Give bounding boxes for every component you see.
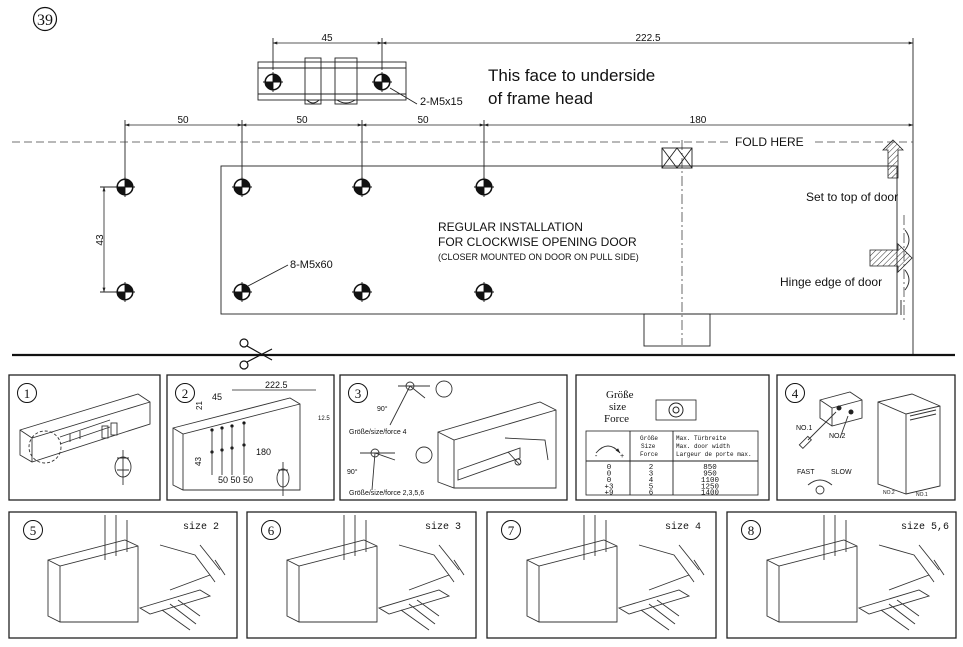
size-plus: + [620,453,624,461]
size-title-1: Größe [606,389,634,401]
step-8-number: 8 [748,523,755,538]
step-7-number: 7 [508,523,515,538]
table-cell: 3 [649,471,654,479]
install-line2: FOR CLOCKWISE OPENING DOOR [438,235,637,249]
table-cell: 4 [649,477,654,485]
s5-size: size 2 [183,521,219,533]
step-5-panel: 5 size 2 [8,511,238,639]
body-screws-label: 8-M5x60 [290,259,333,271]
step-8-panel: 8 size 5,6 [726,511,957,639]
s2-dim-12-5: 12.5 [318,416,330,422]
table-row: 0 [607,464,612,472]
s2-dim-180: 180 [256,447,271,457]
dim-45: 45 [321,33,333,44]
s2-dim-505050: 50 50 50 [218,475,253,485]
fold-here-label: FOLD HERE [735,135,804,149]
table-cell: 950 [703,471,717,479]
dim-180: 180 [690,115,707,126]
step-4-panel: 4 NO.1 NO.2 FAST SLOW NO.2 NO.1 [776,374,956,501]
s8-size: size 5,6 [901,521,949,533]
step-6-panel: 6 size 3 [246,511,477,639]
top-template: 45 222.5 2-M5x15 This face to underside … [12,33,955,370]
s6-size: size 3 [425,521,461,533]
head-col2-3: Force [640,451,658,458]
table-row: 0 [607,471,612,479]
install-line3: (CLOSER MOUNTED ON DOOR ON PULL SIDE) [438,252,639,262]
step-7-panel: 7 size 4 [486,511,717,639]
page-number: 39 [32,6,58,32]
s3-label-b: Größe/size/force 2,3,5,6 [349,490,424,497]
head-col2-1: Größe [640,435,658,442]
bracket-screws-label: 2-M5x15 [420,96,463,108]
table-cell: 1400 [701,490,720,498]
arm-lower [643,313,711,347]
set-top-label: Set to top of door [806,190,898,204]
table-row: 0 [607,477,612,485]
size-table-panel: Größe size Force - + Größe Size Force Ma… [575,374,770,501]
head-col3-1: Max. Türbreite [676,435,727,442]
step-2-panel: 2 222.5 45 21 12.5 43 180 50 50 50 [166,374,335,501]
size-minus: - [594,453,598,461]
table-cell: 2 [649,464,654,472]
s4-small-no1: NO.1 [916,492,928,498]
s3-angle-a: 90° [377,405,388,413]
s2-dim-21: 21 [195,401,204,410]
s2-dim-43: 43 [194,457,203,466]
step-6-number: 6 [268,523,275,538]
install-line1: REGULAR INSTALLATION [438,220,583,234]
head-col2-2: Size [641,443,656,450]
top-arrow-icon [882,139,904,179]
table-cell: 1100 [701,477,720,485]
step-3-number: 3 [355,386,362,401]
hinge-arrow-icon [869,243,913,273]
svg-text:39: 39 [37,12,53,29]
dim-50-c: 50 [417,115,429,126]
table-cell: 6 [649,490,654,498]
step-2-number: 2 [182,386,189,401]
s2-dim-222-5: 222.5 [265,380,288,390]
s3-label-a: Größe/size/force 4 [349,429,407,436]
s4-no2: NO.2 [829,433,845,440]
size-title-2: size [609,401,626,413]
table-cell: 1250 [701,484,720,492]
arm-axle [661,147,693,169]
bracket-drawing [257,57,407,105]
s4-small-no2: NO.2 [883,490,895,496]
head-col3-2: Max. door width [676,443,730,450]
size-adjust-icon [655,399,697,421]
dim-50-b: 50 [296,115,308,126]
table-cell: 5 [649,484,654,492]
s3-angle-b: 90° [347,468,358,476]
hinge-edge-label: Hinge edge of door [780,275,882,289]
step-4-number: 4 [792,386,799,401]
step-1-panel: 1 [8,374,161,501]
head-col3-3: Largeur de porte max. [676,451,752,458]
closer-body-outline [220,165,898,315]
dim-50-a: 50 [177,115,189,126]
step-5-number: 5 [30,523,37,538]
s2-dim-45: 45 [212,392,222,402]
s4-no1: NO.1 [796,425,812,432]
s4-slow: SLOW [831,469,852,476]
table-row: +9 [604,490,613,498]
table-cell: 850 [703,464,717,472]
s4-fast: FAST [797,469,815,476]
size-table: - + Größe Size Force Max. Türbreite Max.… [585,430,759,498]
step-3-panel: 3 90° Größe/size/force 4 90° Größe/size/… [339,374,568,501]
dim-222-5: 222.5 [635,33,660,44]
table-row: +3 [604,484,614,492]
step-1-number: 1 [24,386,31,401]
dim-43: 43 [95,234,106,246]
face-note-line2: of frame head [488,89,593,108]
s7-size: size 4 [665,521,701,533]
size-title-3: Force [604,413,629,425]
scissors-icon [239,338,273,370]
face-note-line1: This face to underside [488,66,655,85]
